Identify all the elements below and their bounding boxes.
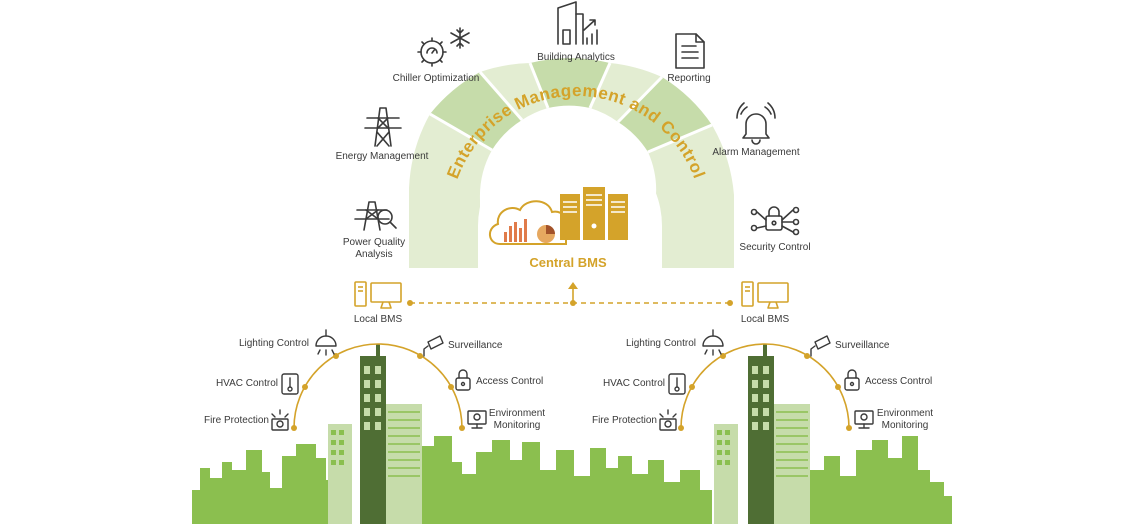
bar-chart-icon (504, 219, 527, 242)
fire-alarm-icon (659, 409, 677, 431)
building-arc-left (291, 343, 465, 431)
label-fire-protection: Fire Protection (203, 415, 269, 426)
label-building-analytics: Building Analytics (537, 52, 615, 63)
tower-magnifier-icon (354, 201, 397, 231)
gear-snowflake-icon (417, 27, 470, 67)
arc-segment-5 (590, 63, 662, 122)
building-arc-right (678, 343, 852, 431)
label-energy-management: Energy Management (335, 151, 429, 162)
label-hvac-control: HVAC Control (215, 378, 278, 389)
building-cluster-left (328, 344, 422, 524)
label-local-bms-left: Local BMS (353, 314, 403, 325)
security-camera-icon (423, 335, 444, 357)
arc-segment-4 (530, 58, 610, 108)
environment-monitor-icon (854, 410, 874, 429)
ceiling-lamp-icon (702, 329, 724, 356)
label-hvac-control: HVAC Control (602, 378, 665, 389)
lock-network-icon (750, 206, 800, 236)
security-camera-icon (810, 335, 831, 357)
thermostat-icon (668, 373, 686, 395)
label-lighting-control: Lighting Control (238, 338, 309, 349)
central-bms-icon (489, 187, 628, 245)
arc-segment-3 (480, 63, 548, 120)
arc-segment-7 (648, 125, 734, 268)
pie-chart-icon (537, 225, 555, 243)
transmission-tower-icon (364, 107, 402, 147)
label-alarm-management: Alarm Management (712, 147, 800, 158)
access-lock-icon (844, 369, 860, 391)
local-bms-connection (407, 282, 733, 306)
label-chiller-optimization: Chiller Optimization (392, 73, 480, 84)
label-environment-monitoring: Environment Monitoring (876, 408, 934, 431)
label-access-control: Access Control (476, 376, 544, 387)
label-environment-monitoring: Environment Monitoring (488, 408, 546, 431)
label-surveillance: Surveillance (835, 340, 890, 351)
arc-segment-1 (409, 114, 492, 268)
arc-segment-6 (618, 77, 712, 152)
access-lock-icon (455, 369, 471, 391)
bell-alarm-icon (736, 102, 776, 145)
label-power-quality-analysis: Power Quality Analysis (342, 237, 406, 260)
label-surveillance: Surveillance (448, 340, 503, 351)
fire-alarm-icon (271, 409, 289, 431)
ceiling-lamp-icon (315, 329, 337, 356)
local-bms-computer-icon-right (741, 281, 789, 309)
label-local-bms-right: Local BMS (740, 314, 790, 325)
server-stack-icon (560, 187, 628, 240)
label-lighting-control: Lighting Control (625, 338, 696, 349)
building-cluster-right (714, 344, 810, 524)
label-fire-protection: Fire Protection (591, 415, 657, 426)
thermostat-icon (281, 373, 299, 395)
central-bms-label: Central BMS (529, 255, 607, 270)
environment-monitor-icon (467, 410, 487, 429)
arc-fan (409, 58, 734, 268)
label-reporting: Reporting (667, 73, 711, 84)
label-access-control: Access Control (865, 376, 933, 387)
arc-segment-2 (430, 72, 522, 150)
city-skyline (192, 436, 952, 524)
document-icon (675, 33, 705, 69)
label-security-control: Security Control (739, 242, 811, 253)
local-bms-computer-icon-left (354, 281, 402, 309)
building-chart-icon (557, 1, 598, 45)
